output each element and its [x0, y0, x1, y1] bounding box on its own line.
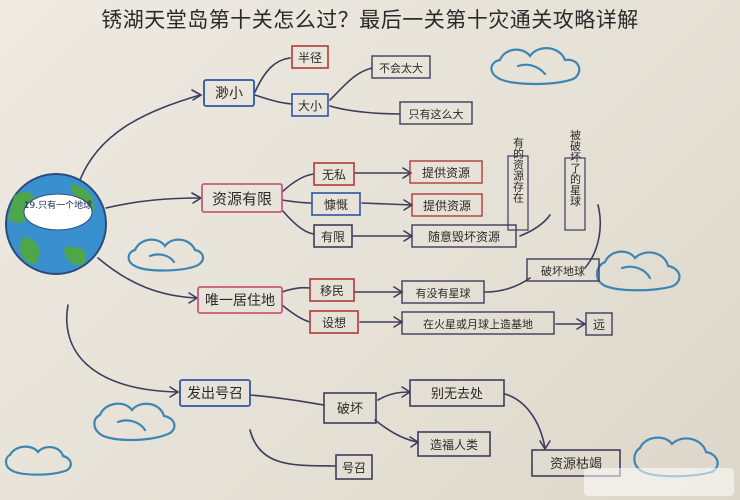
- line-pohuai-to-zaofu: [374, 419, 419, 443]
- line-youmeiyou-to-pohuai: [484, 277, 531, 293]
- node-box: [203, 79, 255, 107]
- node-box: [411, 193, 483, 217]
- node-box: [201, 183, 283, 213]
- cloud-icon: [116, 419, 147, 432]
- line-ziyuan-to-kangkai: [281, 199, 313, 204]
- cloud-icon: [93, 402, 176, 442]
- node-box: [309, 310, 359, 334]
- node-box: [401, 280, 485, 304]
- node-box: [409, 160, 483, 184]
- line-center-to-miaoxiao: [79, 94, 201, 181]
- node-pohuai-diqiu: 破坏地球: [541, 264, 585, 278]
- node-yimin: 移民: [320, 284, 344, 298]
- node-box: [179, 379, 251, 407]
- node-ziyuan: 资源有限: [212, 190, 272, 208]
- level1-nodes: 渺小 资源有限 唯一居住地 发出号召: [179, 79, 283, 407]
- note-xingqiu: 被破坏了的星球: [569, 129, 582, 206]
- node-pohuai: 破坏: [337, 402, 363, 417]
- line-miaoxiao-to-banjing: [254, 57, 291, 93]
- node-haozhao-2: 号召: [342, 461, 366, 475]
- node-box: [526, 258, 600, 282]
- node-box: [411, 224, 517, 248]
- side-notes: 有的资源存在 被破坏了的星球: [507, 129, 586, 231]
- line-center-to-haozhao: [66, 304, 179, 393]
- cloud-icon: [595, 250, 681, 292]
- line-haozhao-to-pohuai: [249, 394, 325, 406]
- node-box: [401, 311, 555, 335]
- node-haozhao: 发出号召: [187, 386, 243, 402]
- node-tigong-1: 提供资源: [422, 165, 470, 180]
- node-banjing: 半径: [298, 51, 322, 65]
- line-haozhao-to-haozhao2: [249, 429, 336, 467]
- line-ziyuan-to-wusi: [281, 173, 315, 193]
- node-box: [291, 93, 329, 117]
- earth-drawing: 19.只有一个地球: [5, 173, 107, 275]
- node-box: [335, 454, 373, 480]
- cloud-icon: [516, 63, 547, 76]
- node-weiyi: 唯一居住地: [205, 293, 275, 309]
- node-daxiao: 大小: [298, 99, 322, 113]
- line-center-to-ziyuan: [105, 197, 201, 209]
- node-box: [371, 55, 431, 79]
- line-weiyi-to-shexiang: [281, 304, 311, 323]
- node-box: [311, 192, 361, 216]
- line-biewu-to-kujie: [504, 393, 546, 449]
- node-box: [323, 392, 377, 424]
- node-suiyi: 随意毁坏资源: [428, 229, 500, 244]
- center-label: 19.只有一个地球: [24, 199, 92, 211]
- note-box: [564, 157, 586, 231]
- node-box: [291, 45, 329, 69]
- cloud-icon: [148, 253, 176, 264]
- line-daxiao-to-zhiyou: [329, 105, 401, 115]
- node-youxian: 有限: [321, 230, 345, 244]
- node-box: [313, 162, 355, 186]
- node-tigong-2: 提供资源: [423, 198, 471, 213]
- node-wusi: 无私: [322, 168, 346, 182]
- watermark-logo: [584, 468, 734, 496]
- line-pohuai-to-note: [584, 204, 601, 269]
- node-zaofu: 造福人类: [430, 437, 478, 452]
- node-box: [409, 379, 505, 407]
- line-daxiao-to-buhuitaida: [329, 67, 373, 101]
- node-box: [399, 101, 473, 125]
- node-youmeiyou: 有没有星球: [416, 286, 471, 300]
- node-box: [417, 431, 491, 457]
- node-box: [585, 312, 613, 336]
- node-box: [197, 286, 283, 314]
- node-box: [531, 449, 621, 477]
- cloud-icon: [490, 47, 581, 86]
- node-shexiang: 设想: [322, 315, 346, 330]
- line-weiyi-to-yimin: [281, 286, 311, 293]
- node-box: [309, 278, 355, 302]
- cloud-drawings: [4, 47, 719, 478]
- line-pohuai-to-biewu: [377, 391, 411, 401]
- cloud-icon: [4, 445, 72, 476]
- line-ziyuan-to-youxian: [281, 209, 315, 235]
- node-zaihuo: 在火星或月球上造基地: [423, 317, 533, 331]
- note-box: [507, 155, 529, 231]
- level2-nodes: 半径 大小 不会太大 只有这么大 无私 慷慨 有限 提供资源 提供资源 随意毁坏…: [291, 45, 621, 480]
- connector-lines: [66, 57, 601, 467]
- line-center-to-weiyi: [97, 257, 197, 299]
- page-title: 锈湖天堂岛第十关怎么过？最后一关第十灾通关攻略详解: [101, 8, 639, 32]
- note-youde: 有的资源存在: [512, 136, 525, 203]
- arrowheads: [169, 89, 587, 451]
- cloud-icon: [127, 238, 205, 272]
- node-biewu: 别无去处: [431, 387, 483, 402]
- line-kangkai-to-tigong: [361, 202, 413, 206]
- node-buhuitaida: 不会太大: [379, 61, 423, 75]
- node-miaoxiao: 渺小: [215, 86, 243, 102]
- cloud-icon: [620, 265, 652, 280]
- node-box: [313, 224, 353, 248]
- line-miaoxiao-to-daxiao: [254, 94, 293, 105]
- node-zhiyou: 只有这么大: [409, 107, 464, 121]
- node-yuan: 远: [593, 318, 605, 332]
- node-kangkai: 慷慨: [324, 197, 348, 212]
- line-suiyi-to-note: [519, 214, 551, 237]
